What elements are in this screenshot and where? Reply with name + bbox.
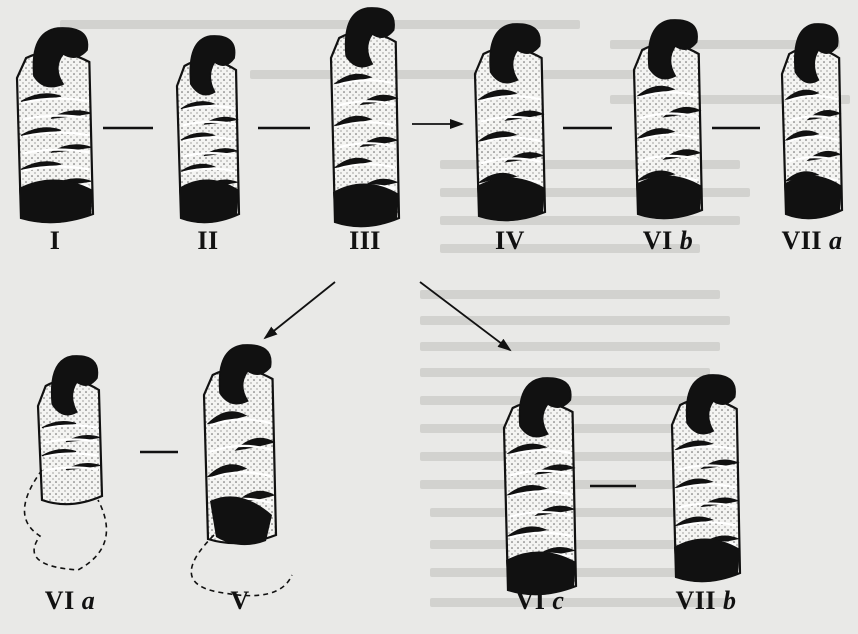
fossil-figure-I <box>17 28 93 223</box>
node-numeral: V <box>230 586 249 615</box>
fossil-figure-III <box>331 8 399 227</box>
node-numeral: III <box>349 226 381 255</box>
node-suffix: a <box>829 226 843 255</box>
node-suffix: b <box>680 226 694 255</box>
node-numeral: VI <box>643 226 673 255</box>
node-label-VIIb: VII b <box>675 586 736 616</box>
fossil-base <box>19 179 93 223</box>
fossil-figure-VIb <box>634 20 702 219</box>
node-suffix: b <box>723 586 737 615</box>
node-label-VIb: VI b <box>643 226 693 256</box>
fossil-figure-VIc <box>504 378 576 595</box>
arrow-III-VIc <box>420 282 510 350</box>
node-numeral: VI <box>45 586 75 615</box>
node-suffix: a <box>82 586 96 615</box>
node-label-I: I <box>50 226 61 256</box>
fossil-base <box>636 175 702 219</box>
fossil-base <box>674 538 740 582</box>
node-label-VIIa: VII a <box>781 226 842 256</box>
fossil-figure-IV <box>475 24 545 221</box>
node-label-VIa: VI a <box>45 586 95 616</box>
fossil-figure-II <box>177 36 239 223</box>
node-numeral: IV <box>495 226 525 255</box>
node-numeral: VII <box>781 226 822 255</box>
node-numeral: VII <box>675 586 716 615</box>
node-numeral: VI <box>516 586 546 615</box>
fossil-base <box>179 179 239 223</box>
fossil-base <box>784 175 842 219</box>
fossil-base <box>477 177 545 221</box>
fossil-figure-V <box>191 345 292 596</box>
fossil-figure-VIIa <box>782 24 842 219</box>
node-label-II: II <box>197 226 218 256</box>
fossil-figure-VIIb <box>672 375 740 582</box>
node-label-IV: IV <box>495 226 525 256</box>
node-numeral: I <box>50 226 61 255</box>
fossil-figure-VIa <box>24 356 106 570</box>
node-numeral: II <box>197 226 218 255</box>
node-label-V: V <box>230 586 249 616</box>
arrow-III-V <box>265 282 335 338</box>
node-label-VIc: VI c <box>516 586 565 616</box>
fossil-base <box>333 183 399 227</box>
node-label-III: III <box>349 226 381 256</box>
node-suffix: c <box>552 586 564 615</box>
